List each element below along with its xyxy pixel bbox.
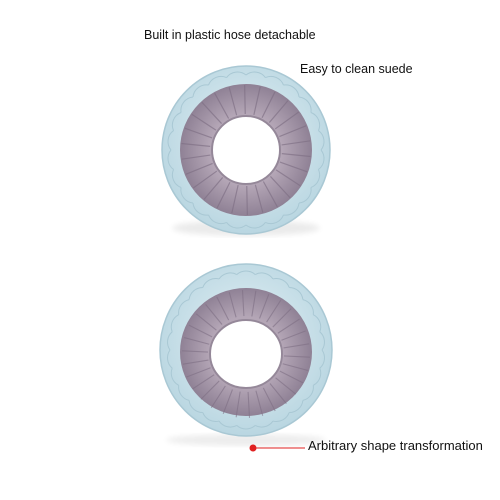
top-seat-cover [161, 65, 331, 236]
bottom-seat-cover [159, 263, 333, 446]
annotation-pointer [249, 444, 305, 452]
caption-shape-transformation: Arbitrary shape transformation [308, 438, 483, 453]
pointer-dot [249, 444, 257, 452]
caption-easy-clean: Easy to clean suede [300, 62, 413, 76]
caption-plastic-hose: Built in plastic hose detachable [144, 28, 316, 42]
